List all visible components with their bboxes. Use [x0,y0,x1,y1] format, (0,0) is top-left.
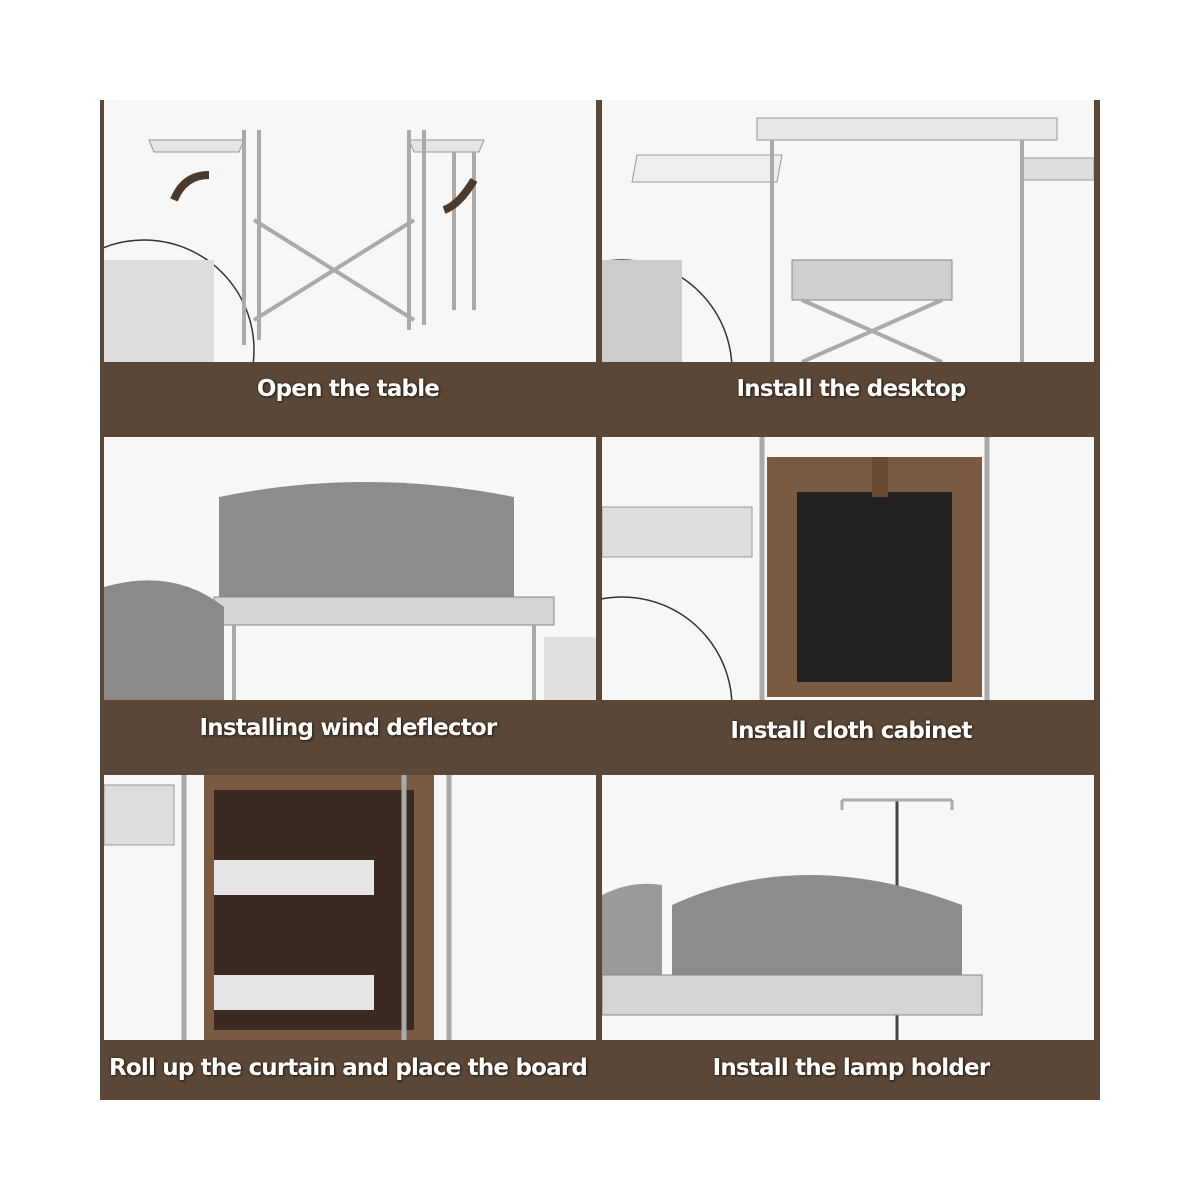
step-4-caption: Install cloth cabinet [730,718,972,744]
step-2-caption: Install the desktop [736,376,967,402]
step-3-caption: Installing wind deflector [199,715,498,741]
step-6-photo [602,775,1094,1040]
step-5-photo [104,775,596,1040]
step-2-photo [602,100,1094,362]
step-1-caption: Open the table [256,376,440,402]
step-3-photo [104,437,596,700]
step-1-photo [104,100,596,362]
step-6-caption: Install the lamp holder [712,1055,991,1081]
step-4-photo [602,437,1094,700]
step-5-caption: Roll up the curtain and place the board [108,1055,588,1081]
